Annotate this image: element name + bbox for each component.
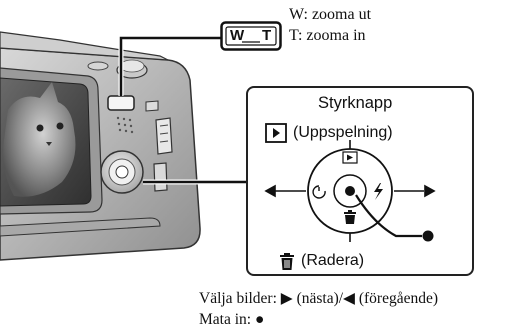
zoom-switch-w: W — [230, 27, 245, 44]
flash-icon — [374, 183, 383, 200]
panel-title: Styrknapp — [318, 94, 393, 112]
enter-dot-icon — [422, 230, 434, 242]
wheel-playback-icon — [342, 151, 358, 164]
small-button — [145, 100, 159, 112]
mode-switch — [155, 117, 173, 155]
playback-icon — [265, 123, 287, 143]
cat-photo — [3, 82, 76, 197]
camera-top-edge — [0, 31, 169, 61]
self-timer-icon — [312, 185, 326, 199]
arrow-right-head — [424, 184, 436, 198]
select-images-text: Välja bilder: ▶ (nästa)/◀ (föregående) — [199, 290, 439, 307]
power-button — [87, 61, 109, 71]
zoom-out-text: W: zooma ut — [289, 6, 372, 23]
enter-text: Mata in: ● — [199, 311, 265, 328]
zoom-switch-t: T — [262, 27, 272, 44]
control-wheel — [264, 140, 436, 242]
speaker-grille — [116, 116, 134, 134]
delete-label: (Radera) — [301, 252, 365, 269]
arrow-left-head — [264, 184, 276, 198]
zoom-switch-icon — [220, 21, 282, 51]
enter-leader-line — [355, 194, 422, 238]
center-button-dot — [345, 186, 355, 196]
zoom-lever — [107, 95, 135, 111]
zoom-in-text: T: zooma in — [289, 27, 366, 44]
playback-label: (Uppspelning) — [293, 124, 393, 141]
trash-icon — [280, 253, 294, 270]
wheel-trash-icon — [344, 210, 356, 224]
